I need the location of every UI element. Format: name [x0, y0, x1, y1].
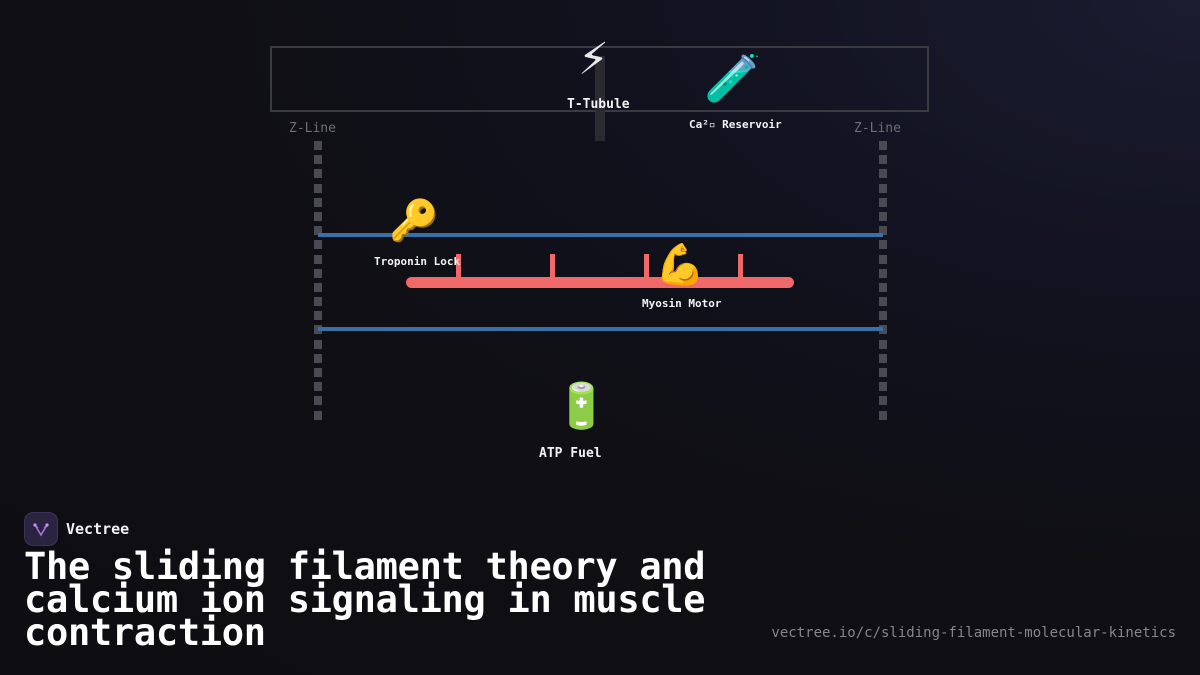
z-line-segment [314, 297, 322, 307]
z-line-segment [879, 211, 887, 221]
myosin-filament [406, 277, 794, 288]
z-line-segment [879, 311, 887, 321]
myosin-head [738, 254, 743, 278]
z-line-segment [314, 282, 322, 292]
z-line-segment [314, 211, 322, 221]
z-line-segment [879, 353, 887, 363]
z-line-segment [314, 353, 322, 363]
z-line-segment [314, 311, 322, 321]
z-line-segment [879, 268, 887, 278]
actin-filament-bottom [318, 327, 883, 331]
z-line-segment [314, 240, 322, 250]
z-line-segment [879, 155, 887, 165]
z-line-segment [314, 169, 322, 179]
z-line-segment [879, 382, 887, 392]
z-line-segment [314, 396, 322, 406]
z-line-segment [879, 282, 887, 292]
z-line-segment [879, 197, 887, 207]
lightning-icon: ⚡ [578, 34, 609, 85]
z-line-segment [879, 141, 887, 150]
z-line-segment [314, 368, 322, 377]
reservoir-label: Ca²▫ Reservoir [689, 118, 782, 131]
z-line-right [879, 141, 887, 425]
z-line-segment [879, 169, 887, 179]
z-line-segment [879, 325, 887, 335]
z-line-left-label: Z-Line [289, 121, 336, 136]
z-line-segment [314, 155, 322, 165]
page-title: The sliding filament theory and calcium … [24, 545, 706, 654]
t-tubule-channel [595, 56, 605, 141]
z-line-segment [314, 268, 322, 278]
brand-name: Vectree [66, 520, 130, 538]
z-line-segment [879, 410, 887, 420]
z-line-segment [314, 226, 322, 236]
page-url[interactable]: vectree.io/c/sliding-filament-molecular-… [771, 625, 1176, 641]
t-tubule-label: T-Tubule [567, 97, 630, 112]
myosin-head [456, 254, 461, 278]
z-line-segment [879, 183, 887, 193]
test-tube-icon: 🧪 [704, 51, 762, 105]
z-line-segment [314, 254, 322, 264]
z-line-segment [879, 254, 887, 264]
z-line-segment [879, 396, 887, 406]
z-line-segment [314, 410, 322, 420]
flexed-biceps-icon: 💪 [655, 242, 705, 288]
myosin-head [644, 254, 649, 278]
z-line-segment [314, 197, 322, 207]
z-line-right-label: Z-Line [854, 121, 901, 136]
key-icon: 🔑 [389, 198, 439, 244]
atp-label: ATP Fuel [539, 446, 602, 461]
z-line-segment [314, 382, 322, 392]
z-line-segment [879, 339, 887, 349]
myosin-label: Myosin Motor [642, 297, 722, 310]
z-line-segment [879, 368, 887, 377]
z-line-segment [314, 141, 322, 150]
z-line-segment [879, 226, 887, 236]
actin-filament-top [318, 233, 883, 237]
vectree-logo [24, 512, 58, 546]
myosin-head [550, 254, 555, 278]
z-line-segment [879, 297, 887, 307]
z-line-segment [314, 183, 322, 193]
z-line-left [314, 141, 322, 425]
troponin-label: Troponin Lock [374, 255, 461, 268]
z-line-segment [314, 339, 322, 349]
battery-icon: 🔋 [554, 381, 609, 432]
z-line-segment [879, 240, 887, 250]
